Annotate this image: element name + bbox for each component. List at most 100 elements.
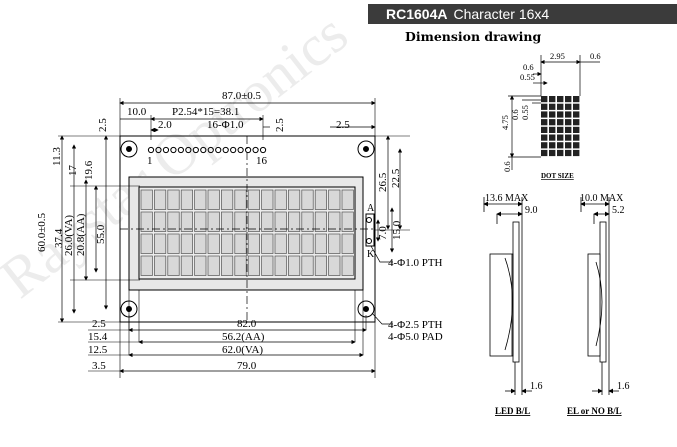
dim-7-0: 7.0 [377,226,389,240]
pixel-dot [549,103,556,110]
pth-led-label: 4-Φ1.0 PTH [388,257,443,269]
character-cell [341,211,354,232]
pixel-dot [541,96,548,103]
bottom-left-1: 15.4 [88,331,108,343]
dot-a: 0.6 [590,51,601,61]
dot-caption: DOT SIZE [541,172,574,180]
dot-d: 0.6 [510,109,520,120]
connector-pin [177,146,184,154]
bottom-left-0: 2.5 [92,318,106,330]
pixel-dot [541,142,548,149]
dim-11-3: 11.3 [51,147,63,166]
character-cell [288,189,301,210]
led-pins [365,213,375,247]
dim-20-8: 20.8(AA) [75,213,87,256]
pixel-dot [573,149,580,157]
pixel-dot [573,111,580,118]
connector-pin [237,146,244,154]
pixel-dot [565,119,572,126]
character-cell [314,211,327,232]
pixel-dot [573,134,580,141]
character-cell [180,233,193,254]
right-margin-dim: 2.5 [336,119,350,131]
led-max-dim: 13.6 MAX [485,193,529,204]
el-pcb-dim: 1.6 [617,381,630,392]
character-cell [140,233,153,254]
character-cell [207,211,220,232]
pixel-dot [565,142,572,149]
pixel-dot [541,111,548,118]
pixel-dot [541,149,548,157]
character-cell [261,233,274,254]
character-cell [140,255,153,276]
led-pcb-dim: 1.6 [530,381,543,392]
pixel-dot [557,119,564,126]
character-cell [314,255,327,276]
character-cell [154,255,167,276]
pixel-dot [557,111,564,118]
pixel-dot [557,142,564,149]
front-view [58,98,410,378]
pixel-dot [565,111,572,118]
dim-17: 17 [67,165,79,177]
connector-pin [155,146,162,154]
character-cell [234,211,247,232]
dim-15-0: 15.0 [391,220,403,240]
pin-offset-dim: 2.0 [158,119,172,131]
character-cell [154,189,167,210]
label-a: A [367,203,375,214]
character-cell [234,189,247,210]
pin-last-label: 16 [256,155,268,167]
label-k: K [367,249,375,260]
character-cell [221,189,234,210]
pixel-dot [549,134,556,141]
height-total-dim: 60.0±0.5 [36,212,48,252]
pixel-dot [541,126,548,133]
side-labels: 13.6 MAX 9.0 1.6 LED B/L 10.0 MAX 5.2 1.… [485,193,630,416]
connector-pin [215,146,222,154]
character-cell [261,189,274,210]
character-cell [247,233,260,254]
top-width-dim: 87.0±0.5 [222,90,262,102]
pixel-dot [549,149,556,157]
pixel-dot [573,96,580,103]
character-grid [140,189,354,276]
front-labels: 87.0±0.5 10.0 P2.54*15=38.1 2.0 16-Φ1.0 … [36,90,443,372]
character-cell [328,211,341,232]
el-5-dim: 5.2 [612,205,625,216]
character-cell [247,211,260,232]
character-cell [194,255,207,276]
character-cell [180,189,193,210]
bottom-center-3: 79.0 [237,360,257,372]
character-cell [301,211,314,232]
character-cell [288,211,301,232]
mounting-holes [120,140,375,318]
character-cell [180,211,193,232]
character-cell [234,233,247,254]
dot-size-labels: 2.95 0.6 0.6 0.55 4.75 0.6 0.55 0.6 DOT … [500,51,601,180]
character-cell [341,233,354,254]
character-cell [207,233,220,254]
dot-h: 4.75 [500,115,510,130]
character-cell [167,255,180,276]
connector-pin [147,146,155,154]
character-cell [301,233,314,254]
pixel-dot [541,119,548,126]
pixel-dot [573,142,580,149]
connector-pin [192,146,199,154]
pin-holes-dim: 16-Φ1.0 [207,119,244,131]
pixel-dot [541,134,548,141]
character-cell [140,189,153,210]
character-cell [221,233,234,254]
character-cell [207,189,220,210]
dim-26-0: 26.0(VA) [63,215,75,256]
character-cell [167,211,180,232]
character-cell [274,189,287,210]
connector-pin [259,146,267,154]
dot-w: 2.95 [550,51,565,61]
character-cell [221,255,234,276]
pixel-dot [565,134,572,141]
dim-22-5: 22.5 [390,168,402,188]
connector-pin [245,146,252,154]
bottom-center-1: 56.2(AA) [222,331,265,343]
